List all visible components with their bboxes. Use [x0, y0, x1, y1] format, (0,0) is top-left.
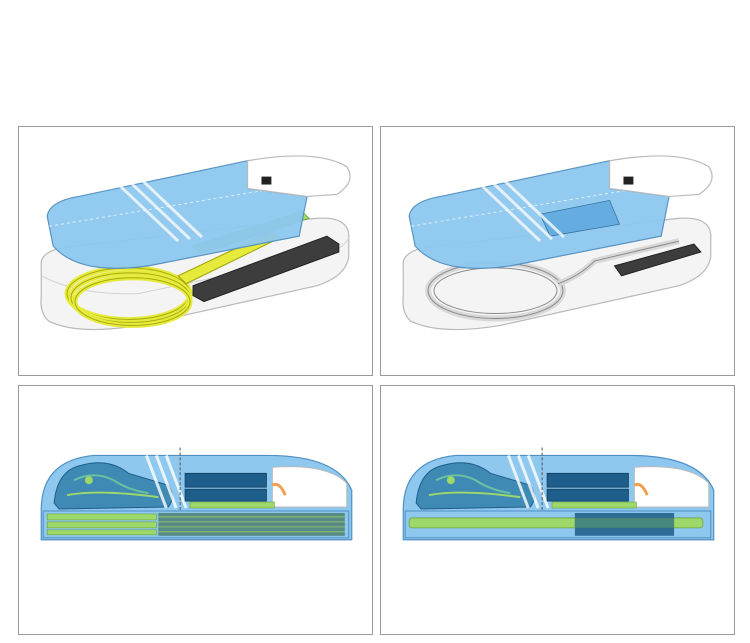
shoe-icon — [415, 462, 535, 510]
shoe-icon — [53, 462, 173, 510]
bag-open-frame-icon — [402, 155, 713, 331]
stored-coil-side — [158, 512, 345, 536]
lid-tag — [623, 176, 634, 185]
bag-packed-rod-icon — [402, 447, 715, 541]
panel-packed-bag-rod — [380, 385, 735, 635]
lid-cap — [246, 155, 351, 198]
compartment-mid — [184, 488, 267, 502]
compartment-top — [546, 472, 629, 488]
green-strips — [46, 513, 157, 536]
lid-tag — [261, 176, 272, 185]
panel-open-bag-frame — [380, 126, 735, 376]
bag-packed-strips-icon — [40, 447, 353, 541]
compartment-top — [184, 472, 267, 488]
bag-cap — [271, 466, 348, 508]
bag-open-strap-icon — [40, 155, 351, 331]
lid-cap — [608, 155, 713, 198]
panel-packed-bag-strips — [18, 385, 373, 635]
lid-stripes — [117, 179, 203, 243]
lid-stripes — [479, 179, 565, 243]
dark-pad — [192, 235, 340, 303]
compartment-mid — [546, 488, 629, 502]
dark-pad — [613, 243, 702, 277]
panel-open-bag-strap — [18, 126, 373, 376]
bag-cap — [633, 466, 710, 508]
